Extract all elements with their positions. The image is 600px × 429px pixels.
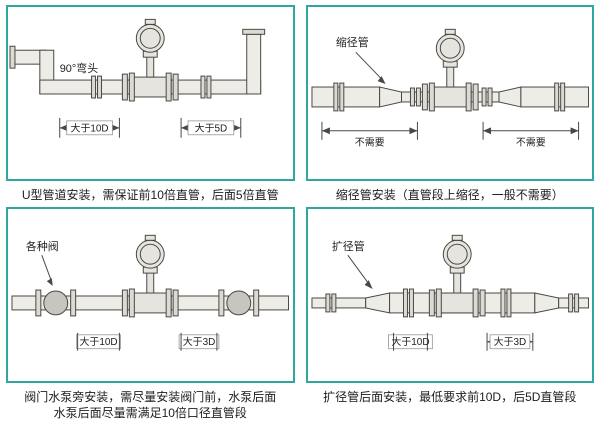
flowmeter-icon (121, 234, 179, 318)
dimension-right: 大于3D (486, 332, 533, 351)
dimension-left: 不需要 (320, 121, 418, 149)
valve-pump-diagram: 各种阀 大于10D (11, 234, 290, 351)
panel-valve-pump: 各种阀 大于10D (6, 207, 295, 429)
pipe-run (310, 288, 589, 318)
reducer-callout: 缩径管 (335, 35, 386, 85)
reducer-diagram: 缩径管 不需要 不需要 (310, 28, 589, 149)
caption-reducer: 缩径管安装（直管段上缩径，一般不需要） (335, 188, 564, 202)
elbow-label: 90°弯头 (60, 61, 98, 75)
dim-left-label: 大于10D (391, 335, 429, 348)
dim-left-label: 大于10D (71, 121, 109, 134)
dimension-left: 大于10D (76, 332, 121, 351)
dim-right-label: 不需要 (515, 137, 545, 149)
expander-callout: 扩径管 (331, 239, 373, 290)
panel-reducer-frame: 缩径管 不需要 不需要 (305, 5, 594, 181)
panel-u-pipe: 90°弯头 大于10D 大于5D (6, 5, 295, 207)
panel-expander: 扩径管 大于10D (305, 207, 594, 429)
dimension-right: 大于5D (180, 117, 242, 138)
caption-expander: 扩径管后面安装，最低要求前10D，后5D直管段 (323, 390, 577, 404)
valve-label: 各种阀 (26, 239, 59, 253)
dim-right-label: 大于3D (183, 335, 216, 348)
panel-reducer: 缩径管 不需要 不需要 (305, 5, 594, 207)
dimension-left: 大于10D (59, 117, 120, 138)
caption-valve-pump: 阀门水泵旁安装，需尽量安装阀门前，水泵后面 水泵后面尽量需满足10倍口径直管段 (6, 383, 295, 423)
reducer-label: 缩径管 (335, 35, 368, 49)
flowmeter-icon (121, 18, 179, 102)
expander-label: 扩径管 (331, 239, 364, 253)
valve-callout: 各种阀 (26, 239, 59, 287)
dimension-right: 不需要 (482, 121, 579, 149)
panel-valve-pump-frame: 各种阀 大于10D (6, 207, 295, 383)
dimension-right: 大于3D (178, 332, 220, 351)
u-pipe-diagram: 90°弯头 大于10D 大于5D (9, 18, 266, 138)
caption-line-2: 水泵后面尽量需满足10倍口径直管段 (53, 406, 247, 420)
flowmeter-icon (421, 28, 479, 112)
caption-line-1: 阀门水泵旁安装，需尽量安装阀门前，水泵后面 (24, 390, 277, 404)
dim-left-label: 不需要 (354, 137, 384, 149)
caption-u-pipe: U型管道安装，需保证前10倍直管，后面5倍直管 (21, 188, 279, 202)
panel-expander-frame: 扩径管 大于10D (305, 207, 594, 383)
dim-right-label: 大于5D (195, 121, 228, 134)
expander-diagram: 扩径管 大于10D (310, 234, 589, 351)
dim-right-label: 大于3D (493, 335, 526, 348)
flowmeter-icon (428, 234, 486, 318)
panel-u-pipe-frame: 90°弯头 大于10D 大于5D (6, 5, 295, 181)
dim-left-label: 大于10D (79, 335, 117, 348)
dimension-left: 大于10D (387, 332, 433, 351)
